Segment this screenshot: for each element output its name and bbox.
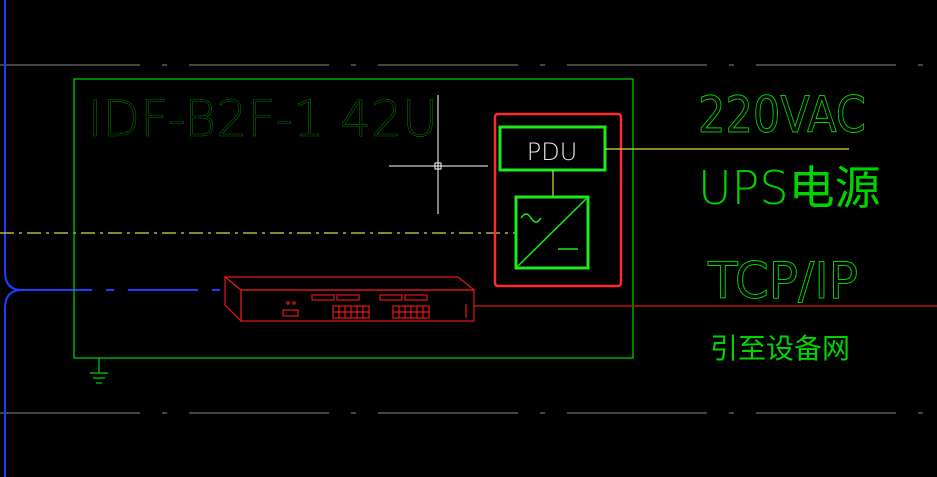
switch-port-bank-right xyxy=(392,305,430,319)
ac-dc-converter-icon[interactable] xyxy=(514,195,590,270)
power-source-label: UPS电源 xyxy=(698,161,881,215)
switch-port-bank-left xyxy=(332,305,370,319)
rack-frame xyxy=(73,78,634,359)
pdu-highlight-box[interactable] xyxy=(493,112,623,288)
power-voltage-label: 220VAC xyxy=(698,86,866,144)
blue-bus-line xyxy=(4,0,225,477)
rack-label: IDF-B2F-1 42U xyxy=(88,90,438,148)
crosshair-cursor xyxy=(389,95,488,214)
network-switch-icon[interactable] xyxy=(223,275,476,323)
network-protocol-label: TCP/IP xyxy=(707,252,858,310)
network-note-label: 引至设备网 xyxy=(710,332,850,365)
pdu-label: PDU xyxy=(527,138,578,166)
drawing-border-lines xyxy=(0,64,937,414)
ground-symbol-icon xyxy=(90,358,108,384)
